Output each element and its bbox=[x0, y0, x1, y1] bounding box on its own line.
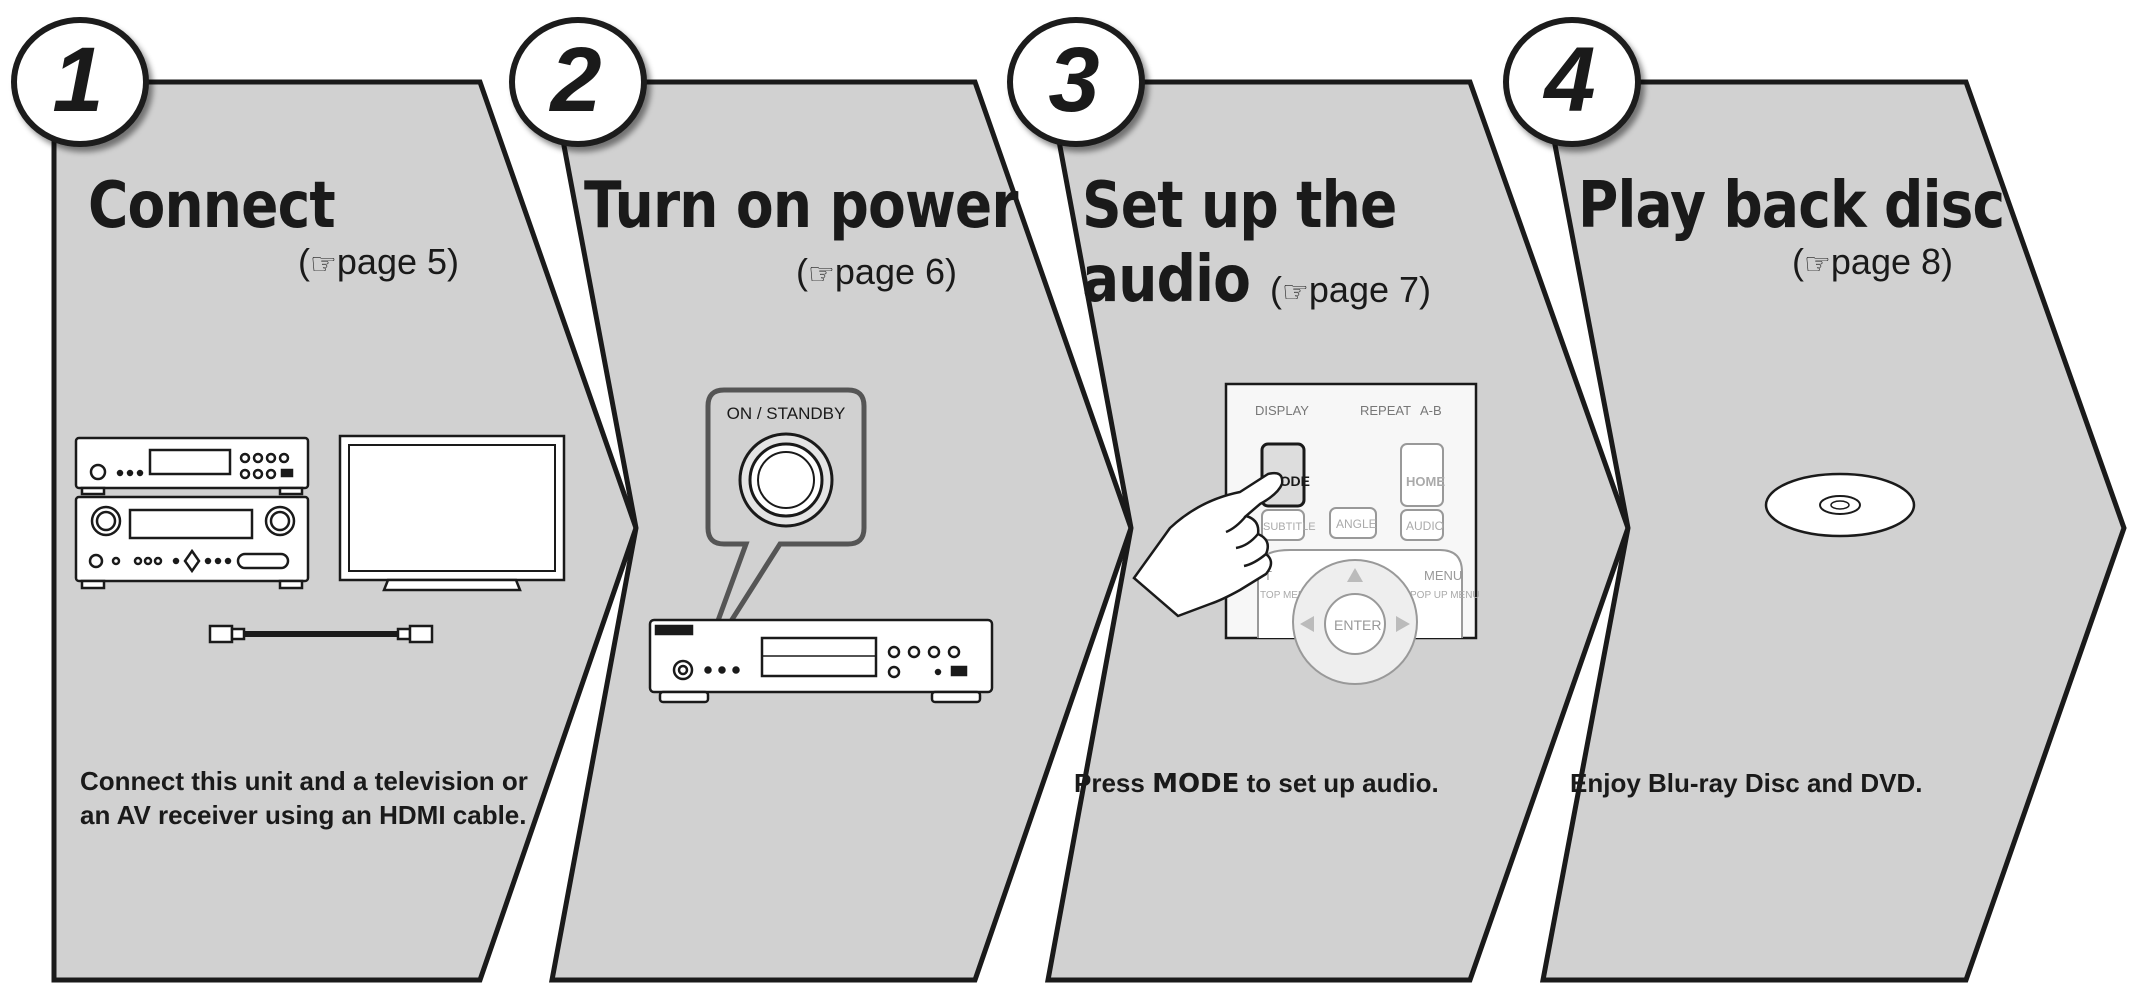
hdmi-cable-illustration bbox=[208, 624, 434, 644]
remote-ab-label: A-B bbox=[1420, 403, 1442, 418]
step-1-number-badge bbox=[11, 17, 149, 147]
remote-top-menu-label: TOP MENU bbox=[1260, 590, 1312, 601]
pointing-hand-icon: ☞ bbox=[310, 248, 337, 281]
remote-display-label: DISPLAY bbox=[1255, 403, 1309, 418]
step-3-description: Press MODE to set up audio. bbox=[1074, 766, 1494, 801]
remote-menu-label: MENU bbox=[1424, 568, 1462, 583]
step-2-page-ref-text: page 6 bbox=[834, 251, 946, 292]
step-4-description: Enjoy Blu-ray Disc and DVD. bbox=[1570, 768, 1923, 798]
television-illustration bbox=[338, 434, 566, 592]
step-3-number-badge bbox=[1007, 17, 1145, 147]
remote-home-button: HOME bbox=[1406, 474, 1445, 489]
remote-t-label: T bbox=[1264, 568, 1272, 583]
step-3-title-line1: Set up the bbox=[1082, 169, 1397, 243]
blu-ray-player-illustration bbox=[74, 436, 310, 496]
blu-ray-player-front-illustration bbox=[648, 618, 994, 704]
step-1-title: Connect bbox=[88, 169, 336, 243]
step-4-page-reference[interactable]: (☞page 8) bbox=[1792, 241, 1954, 282]
step-3-title-line2: audio bbox=[1082, 243, 1251, 317]
remote-control-illustration: DISPLAY REPEAT A-B MODE HOME SUBTITLE AN… bbox=[1224, 382, 1480, 685]
remote-repeat-label: REPEAT bbox=[1360, 403, 1411, 418]
remote-angle-button: ANGLE bbox=[1336, 517, 1377, 531]
step-2-page-reference[interactable]: (☞page 6) bbox=[796, 251, 958, 292]
step-3-description-key: MODE bbox=[1152, 769, 1240, 799]
remote-subtitle-button: SUBTITLE bbox=[1263, 521, 1316, 533]
step-3-page-ref-text: page 7 bbox=[1308, 269, 1420, 310]
disc-illustration bbox=[1764, 472, 1916, 538]
step-2-title: Turn on power bbox=[584, 169, 1019, 243]
step-3-description-pre: Press bbox=[1074, 768, 1153, 798]
step-1-number: 1 bbox=[52, 29, 104, 131]
step-4-title: Play back disc bbox=[1578, 169, 2005, 243]
pointing-hand-icon: ☞ bbox=[1282, 276, 1309, 309]
step-4-page-ref-text: page 8 bbox=[1830, 241, 1942, 282]
step-1-page-ref-text: page 5 bbox=[336, 241, 448, 282]
step-3-description-post: to set up audio. bbox=[1239, 768, 1439, 798]
step-4-number: 4 bbox=[1544, 29, 1596, 131]
pointing-hand-icon: ☞ bbox=[808, 258, 835, 291]
step-3-page-reference[interactable]: (☞page 7) bbox=[1270, 269, 1432, 310]
step-1-description: Connect this unit and a television or an… bbox=[80, 766, 528, 830]
av-receiver-illustration bbox=[74, 495, 310, 590]
pointing-hand-icon: ☞ bbox=[1804, 248, 1831, 281]
step-2-number-badge bbox=[509, 17, 647, 147]
pointing-hand-illustration bbox=[1132, 471, 1284, 618]
power-callout-bubble bbox=[697, 387, 867, 672]
step-3-number: 3 bbox=[1048, 29, 1100, 131]
remote-audio-button: AUDIO bbox=[1406, 519, 1444, 533]
remote-popup-menu-label: POP UP MENU bbox=[1410, 590, 1480, 601]
remote-enter-button: ENTER bbox=[1334, 617, 1381, 633]
on-standby-label: ON / STANDBY bbox=[726, 404, 846, 423]
step-1-page-reference[interactable]: (☞page 5) bbox=[298, 241, 460, 282]
step-2-number: 2 bbox=[550, 29, 602, 131]
step-4-number-badge bbox=[1503, 17, 1641, 147]
